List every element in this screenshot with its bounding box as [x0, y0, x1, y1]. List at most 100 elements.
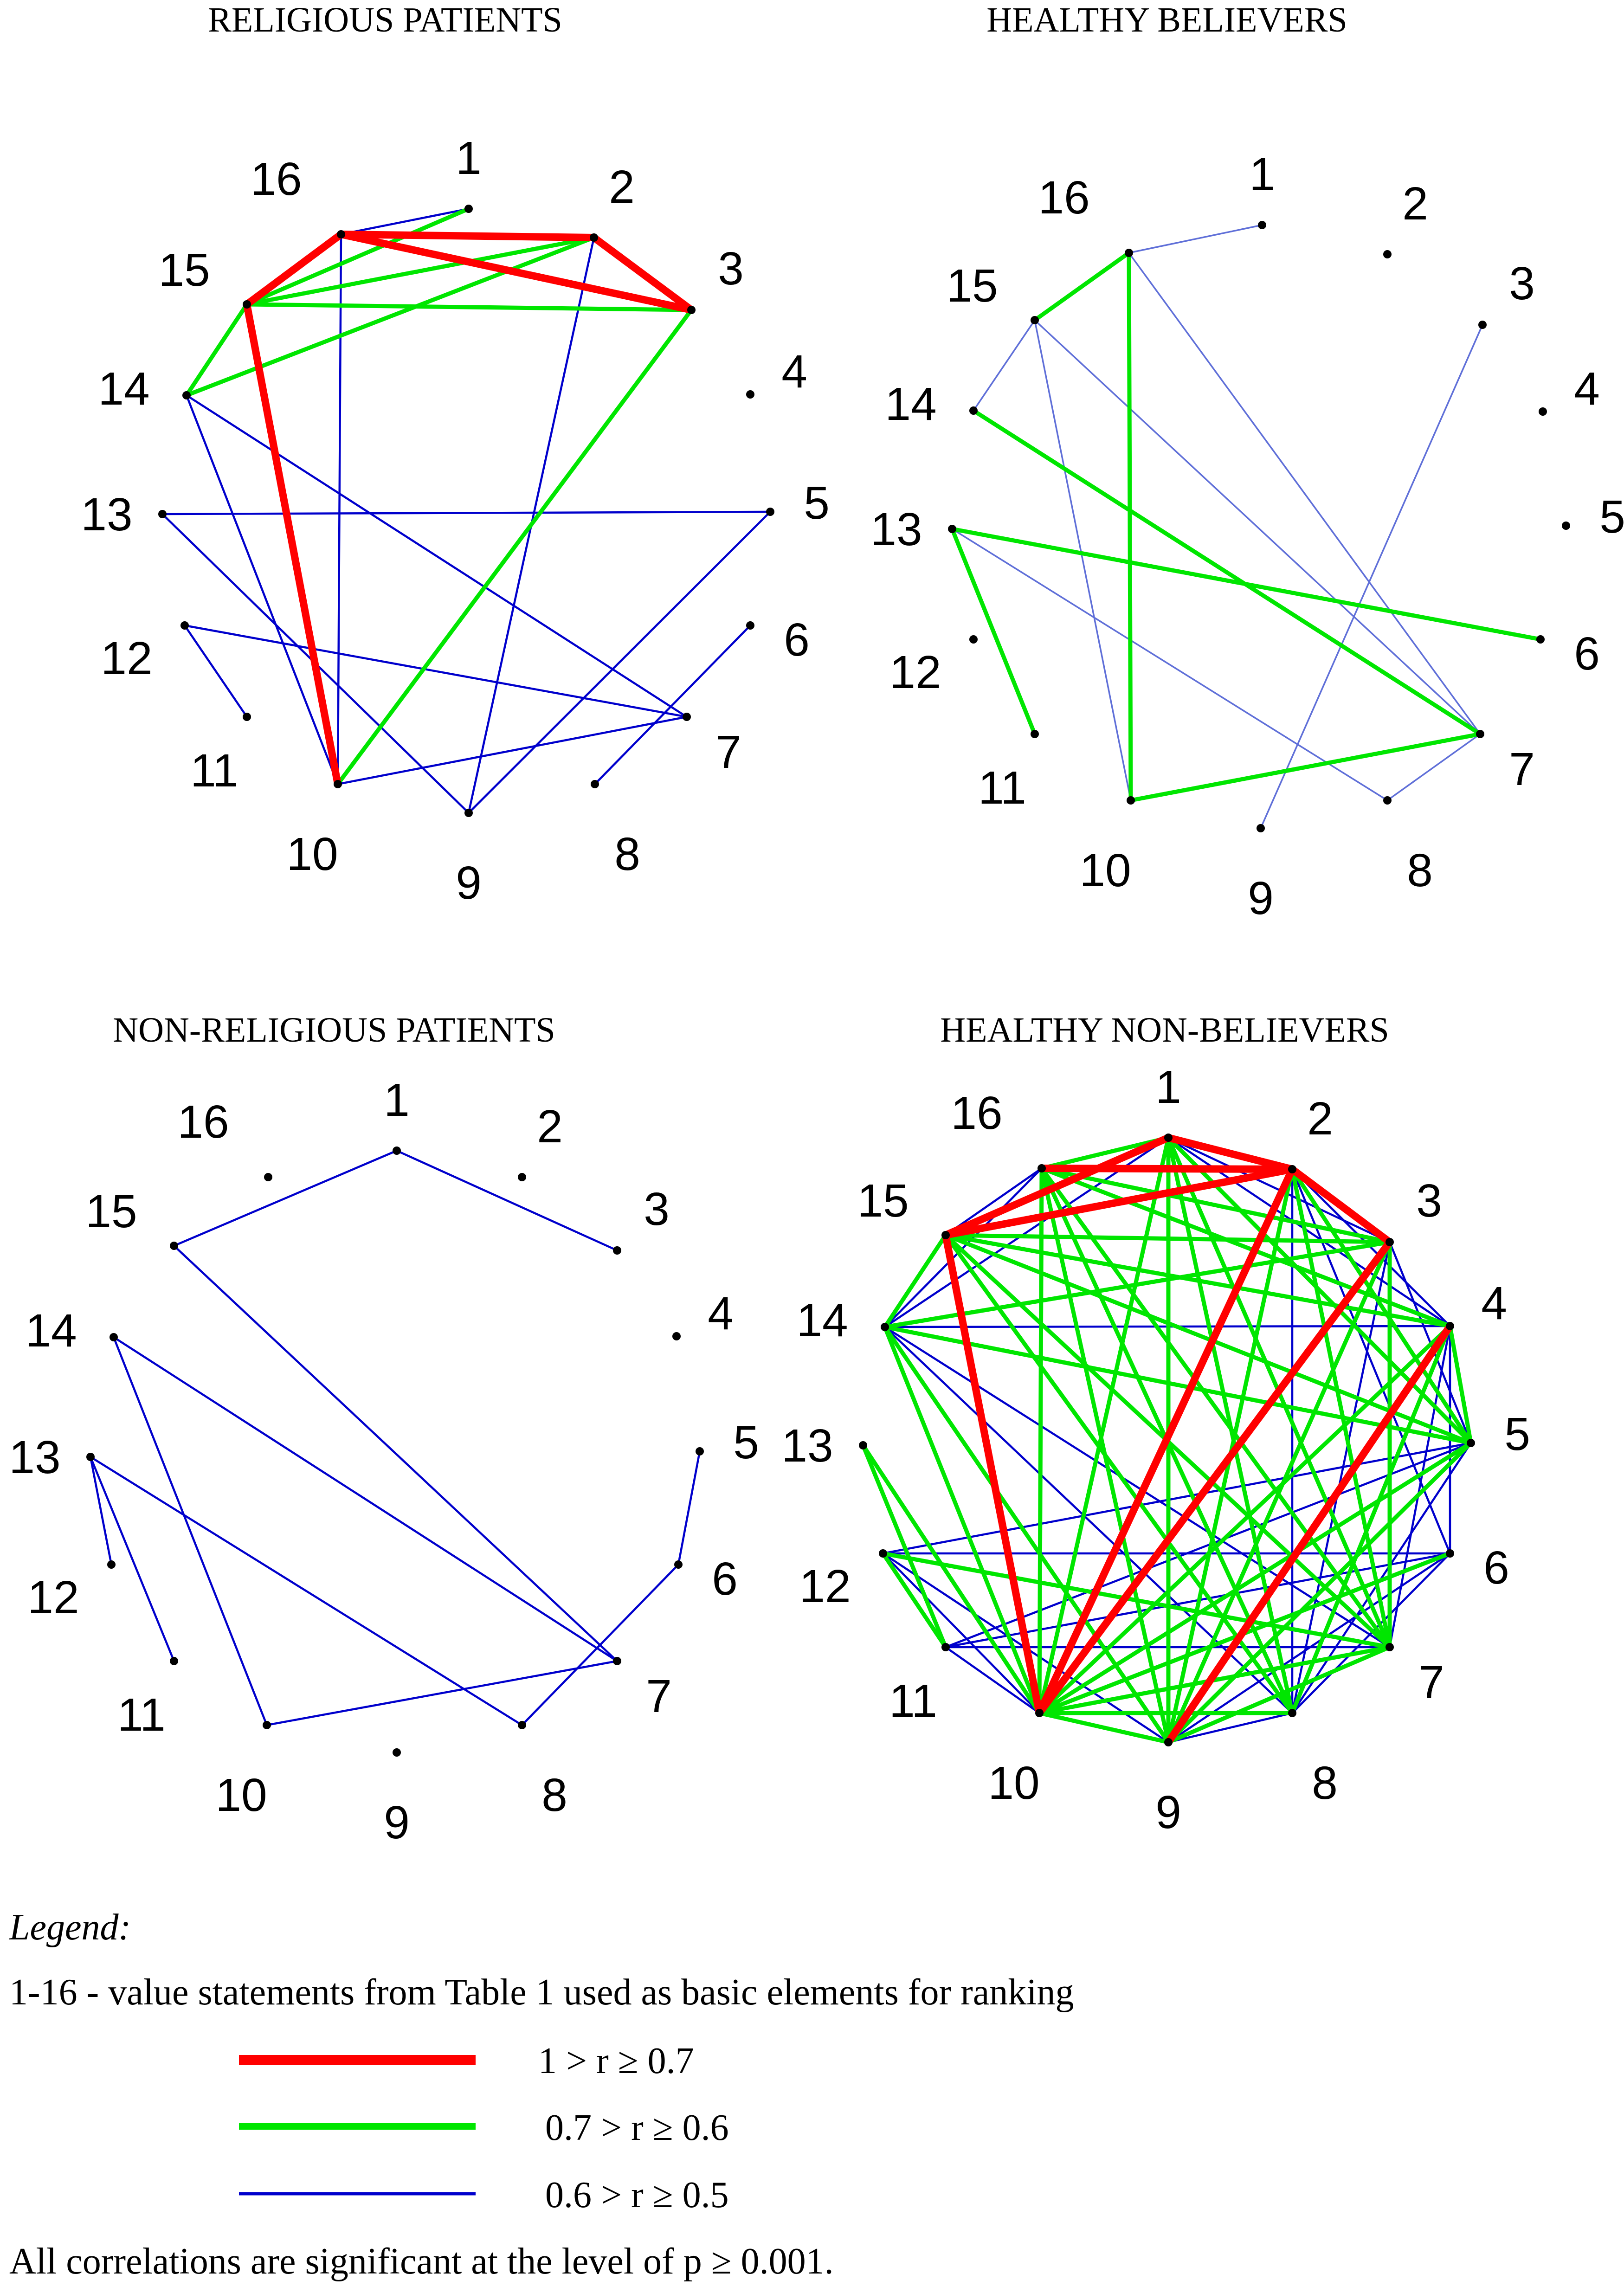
edge-3-15 — [943, 1233, 1392, 1244]
node-label-12: 12 — [101, 632, 152, 684]
node-15 — [243, 300, 251, 309]
edge-16-15 — [243, 231, 345, 308]
edge-3-8 — [1291, 1241, 1391, 1714]
node-11 — [170, 1657, 178, 1665]
node-10 — [263, 1721, 271, 1729]
node-label-1: 1 — [1249, 148, 1275, 200]
edge-5-9 — [1166, 1441, 1473, 1745]
edge-15-2 — [245, 235, 596, 307]
node-label-8: 8 — [1407, 844, 1433, 896]
node-label-9: 9 — [384, 1797, 410, 1849]
edge-14-15 — [184, 302, 249, 398]
node-12 — [969, 635, 978, 644]
node-label-11: 11 — [889, 1675, 937, 1727]
node-label-12: 12 — [799, 1560, 851, 1612]
edge-10-7 — [265, 1660, 619, 1726]
node-label-13: 13 — [9, 1431, 60, 1483]
edge-1-15 — [942, 1134, 1172, 1239]
edge-4-9 — [1165, 1322, 1454, 1746]
edge-10-12 — [882, 1552, 1041, 1714]
node-7 — [613, 1657, 621, 1665]
node-4 — [1446, 1322, 1454, 1330]
node-2 — [590, 233, 598, 242]
edge-14-16 — [883, 1167, 1043, 1328]
node-label-4: 4 — [1481, 1277, 1507, 1329]
node-14 — [969, 406, 978, 415]
node-1 — [1258, 221, 1266, 229]
legend-heading: Legend: — [9, 1907, 131, 1948]
edge-12-7 — [881, 1551, 1392, 1649]
edge-15-3 — [245, 302, 694, 312]
edge-1-5 — [1166, 1135, 1473, 1445]
edge-14-7 — [883, 1326, 1391, 1649]
node-label-6: 6 — [1574, 628, 1600, 680]
node-label-12: 12 — [889, 646, 941, 698]
node-label-5: 5 — [1504, 1408, 1530, 1460]
edge-8-14 — [883, 1326, 1294, 1714]
node-label-6: 6 — [784, 614, 810, 666]
legend-label-weak: 0.6 > r ≥ 0.5 — [545, 2175, 729, 2216]
node-9 — [1164, 1738, 1173, 1746]
edge-15-7 — [173, 1244, 619, 1662]
node-label-3: 3 — [1509, 258, 1535, 309]
node-5 — [1467, 1439, 1475, 1447]
edge-14-7 — [112, 1336, 619, 1662]
node-label-16: 16 — [250, 153, 302, 205]
edge-15-10 — [1034, 319, 1132, 801]
edge-14-10 — [185, 394, 339, 786]
node-label-15: 15 — [857, 1175, 909, 1227]
node-label-13: 13 — [81, 489, 132, 541]
edge-16-10 — [1127, 251, 1133, 803]
node-label-6: 6 — [1483, 1542, 1509, 1594]
edge-5-10 — [1037, 1441, 1473, 1715]
node-16 — [337, 230, 345, 238]
edge-12-11 — [183, 624, 248, 718]
node-7 — [1476, 730, 1484, 738]
node-label-9: 9 — [1155, 1786, 1181, 1838]
node-10 — [334, 780, 342, 788]
node-label-3: 3 — [718, 243, 744, 295]
edge-4-7 — [1388, 1325, 1451, 1649]
node-4 — [1539, 407, 1547, 416]
node-label-5: 5 — [804, 477, 830, 529]
edge-15-7 — [1034, 319, 1481, 735]
node-1 — [464, 205, 473, 213]
node-6 — [674, 1560, 683, 1569]
node-10 — [1127, 796, 1135, 805]
node-15 — [170, 1242, 178, 1250]
edge-16-7 — [1128, 252, 1481, 735]
node-label-4: 4 — [1574, 363, 1600, 415]
node-label-5: 5 — [1599, 491, 1624, 543]
edge-10-7 — [1128, 732, 1482, 803]
node-4 — [746, 390, 754, 399]
node-9 — [1257, 824, 1265, 832]
node-label-10: 10 — [1079, 844, 1131, 896]
edge-13-11 — [89, 1456, 175, 1662]
node-label-1: 1 — [384, 1074, 410, 1126]
edge-16-2 — [337, 231, 598, 241]
node-3 — [1386, 1238, 1394, 1246]
edge-16-1 — [340, 207, 470, 236]
edge-14-10 — [112, 1336, 268, 1726]
edge-13-12 — [89, 1456, 113, 1566]
edge-5-15 — [943, 1233, 1473, 1445]
edge-15-16 — [1032, 251, 1131, 322]
legend-description: 1-16 - value statements from Table 1 use… — [9, 1972, 1074, 2013]
panel-title: HEALTHY NON-BELIEVERS — [940, 1011, 1389, 1050]
node-15 — [941, 1231, 950, 1239]
node-3 — [613, 1246, 621, 1255]
node-label-2: 2 — [1307, 1093, 1333, 1145]
node-label-8: 8 — [541, 1769, 567, 1821]
node-label-16: 16 — [177, 1096, 229, 1148]
node-label-11: 11 — [978, 762, 1026, 814]
node-14 — [182, 391, 191, 399]
edge-14-7 — [971, 408, 1482, 736]
node-15 — [1031, 316, 1039, 324]
node-3 — [687, 306, 696, 314]
panel-religious-patients: RELIGIOUS PATIENTS 123456789101112131415… — [81, 0, 829, 909]
node-label-13: 13 — [781, 1420, 833, 1472]
